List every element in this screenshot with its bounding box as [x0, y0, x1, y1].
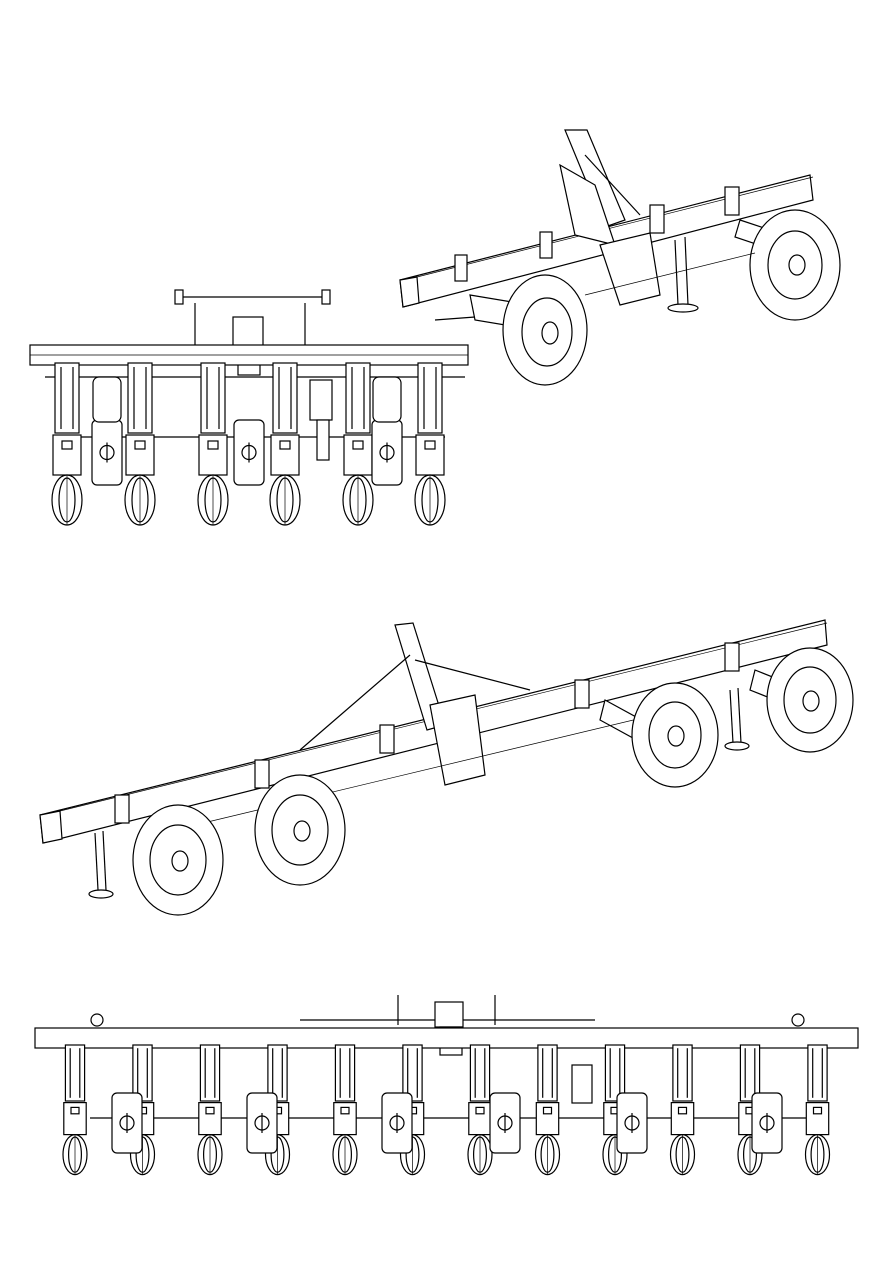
press-wheel-10: [671, 1135, 695, 1175]
gearbox: [233, 317, 263, 347]
hopper-3: [382, 1093, 412, 1153]
press-wheel-6: [415, 475, 445, 525]
perspective-short-frame: [395, 125, 855, 395]
top-link-end-right: [322, 290, 330, 304]
row-unit-5: [343, 363, 373, 525]
top-link-end-left: [175, 290, 183, 304]
marker-right: [792, 1014, 804, 1026]
gearbox: [430, 695, 485, 785]
press-wheel-3: [198, 475, 228, 525]
stand-foot-right: [725, 742, 749, 750]
perspective-long-frame: [35, 615, 865, 920]
pump: [572, 1065, 592, 1103]
row-unit-1: [52, 363, 82, 525]
gauge-wheel-3: [632, 683, 718, 787]
row-unit-7: [468, 1045, 492, 1175]
hopper-1: [92, 420, 122, 485]
row-unit-10: [671, 1045, 695, 1175]
press-wheel-7: [468, 1135, 492, 1175]
gauge-wheel-4: [767, 648, 853, 752]
main-toolbar: [35, 1028, 858, 1048]
gauge-wheel-left: [503, 275, 587, 385]
hopper-2: [234, 420, 264, 485]
hopper-5: [617, 1093, 647, 1153]
gauge-wheel-1: [133, 805, 223, 915]
hopper-6: [752, 1093, 782, 1153]
gauge-wheel-2: [255, 775, 345, 885]
press-wheel-2: [125, 475, 155, 525]
press-wheel-3: [198, 1135, 222, 1175]
hopper-2: [247, 1093, 277, 1153]
gauge-wheel-right: [750, 210, 840, 320]
row-unit-2: [125, 363, 155, 525]
perspective-short-drawing: [395, 125, 855, 395]
row-unit-5: [333, 1045, 357, 1175]
side-tank-1: [93, 377, 121, 422]
perspective-long-drawing: [35, 615, 865, 920]
pump: [310, 380, 332, 420]
row-unit-3: [198, 1045, 222, 1175]
marker-left: [91, 1014, 103, 1026]
hopper-4: [490, 1093, 520, 1153]
gearbox: [600, 233, 660, 305]
press-wheel-8: [536, 1135, 560, 1175]
press-wheel-4: [270, 475, 300, 525]
row-unit-4: [270, 363, 300, 525]
row-units: [63, 1045, 830, 1175]
front-view-12-row-drawing: [30, 990, 865, 1225]
row-unit-1: [63, 1045, 87, 1175]
press-wheel-1: [63, 1135, 87, 1175]
press-wheel-5: [343, 475, 373, 525]
front-view-12-row: [30, 990, 865, 1225]
row-unit-12: [806, 1045, 830, 1175]
hopper-1: [112, 1093, 142, 1153]
press-wheel-5: [333, 1135, 357, 1175]
press-wheel-1: [52, 475, 82, 525]
stand-foot-left: [89, 890, 113, 898]
press-wheel-12: [806, 1135, 830, 1175]
stand-foot: [668, 304, 698, 312]
row-unit-3: [198, 363, 228, 525]
hopper-3: [372, 420, 402, 485]
gearbox: [435, 1002, 463, 1027]
row-unit-8: [536, 1045, 560, 1175]
